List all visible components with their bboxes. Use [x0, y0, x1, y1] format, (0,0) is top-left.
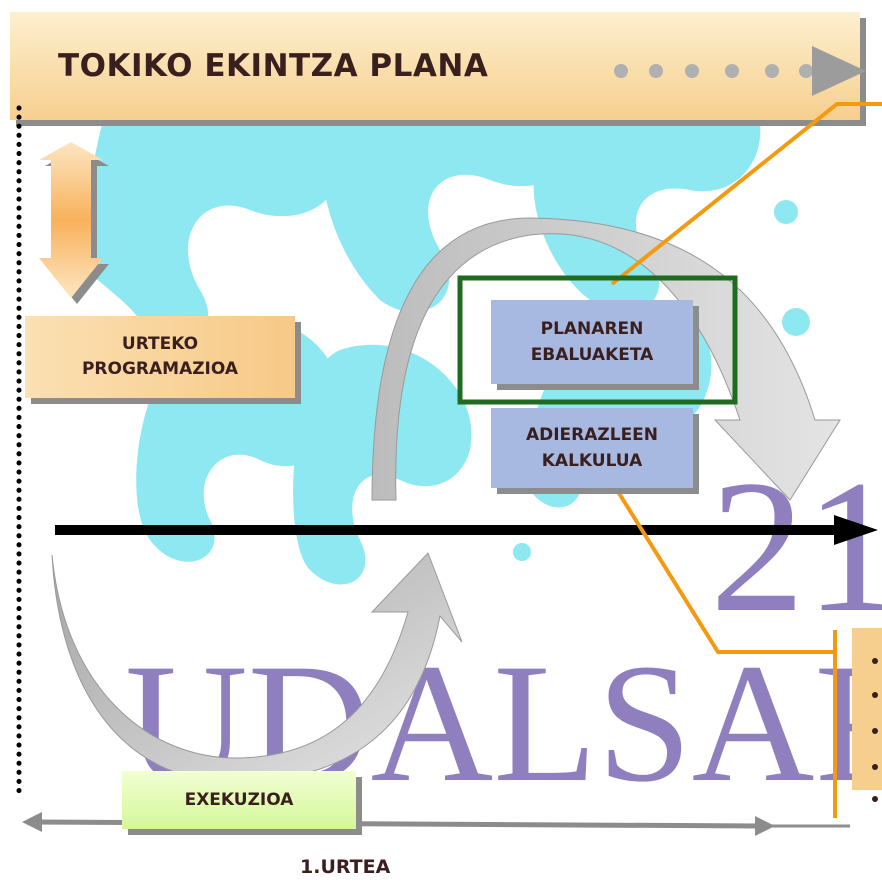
bullet-icon — [872, 692, 878, 698]
title-bar: TOKIKO EKINTZA PLANA — [10, 12, 860, 120]
indicator-connector-line — [615, 488, 835, 654]
title-progress-dots — [614, 64, 813, 78]
plan-evaluation-line2: EBALUAKETA — [530, 345, 654, 365]
indicator-calculation-line2: KALKULUA — [541, 451, 643, 471]
bullet-icon — [872, 658, 878, 664]
evaluation-curved-arrow — [371, 217, 841, 501]
indicator-calculation-line1: ADIERAZLEEN — [525, 425, 659, 445]
execution-box: EXEKUZIOA — [122, 771, 356, 829]
year-axis-label: 1.URTEA — [300, 856, 391, 878]
right-list-panel — [852, 628, 882, 802]
execution-curved-arrow — [51, 552, 463, 783]
annual-programming-line1: URTEKO — [121, 334, 199, 354]
page-title: TOKIKO EKINTZA PLANA — [58, 48, 489, 84]
bullet-icon — [872, 728, 878, 734]
plan-evaluation-box: PLANAREN EBALUAKETA — [491, 300, 693, 384]
evaluation-highlight-frame — [457, 275, 738, 405]
bullet-icon — [872, 764, 878, 770]
vertical-double-arrow-icon — [39, 142, 109, 304]
udalsarea-logo: UDALSAREA 21 — [125, 442, 882, 817]
main-timeline-arrow — [55, 515, 878, 545]
execution-label: EXEKUZIOA — [184, 790, 294, 810]
title-arrow-icon — [812, 46, 866, 96]
bullet-icon — [872, 796, 878, 802]
annual-programming-box: URTEKO PROGRAMAZIOA — [25, 316, 295, 398]
plan-evaluation-line1: PLANAREN — [540, 319, 644, 339]
indicator-calculation-box: ADIERAZLEEN KALKULUA — [491, 408, 693, 488]
annual-programming-line2: PROGRAMAZIOA — [81, 359, 239, 379]
evaluation-connector-line — [610, 102, 882, 286]
